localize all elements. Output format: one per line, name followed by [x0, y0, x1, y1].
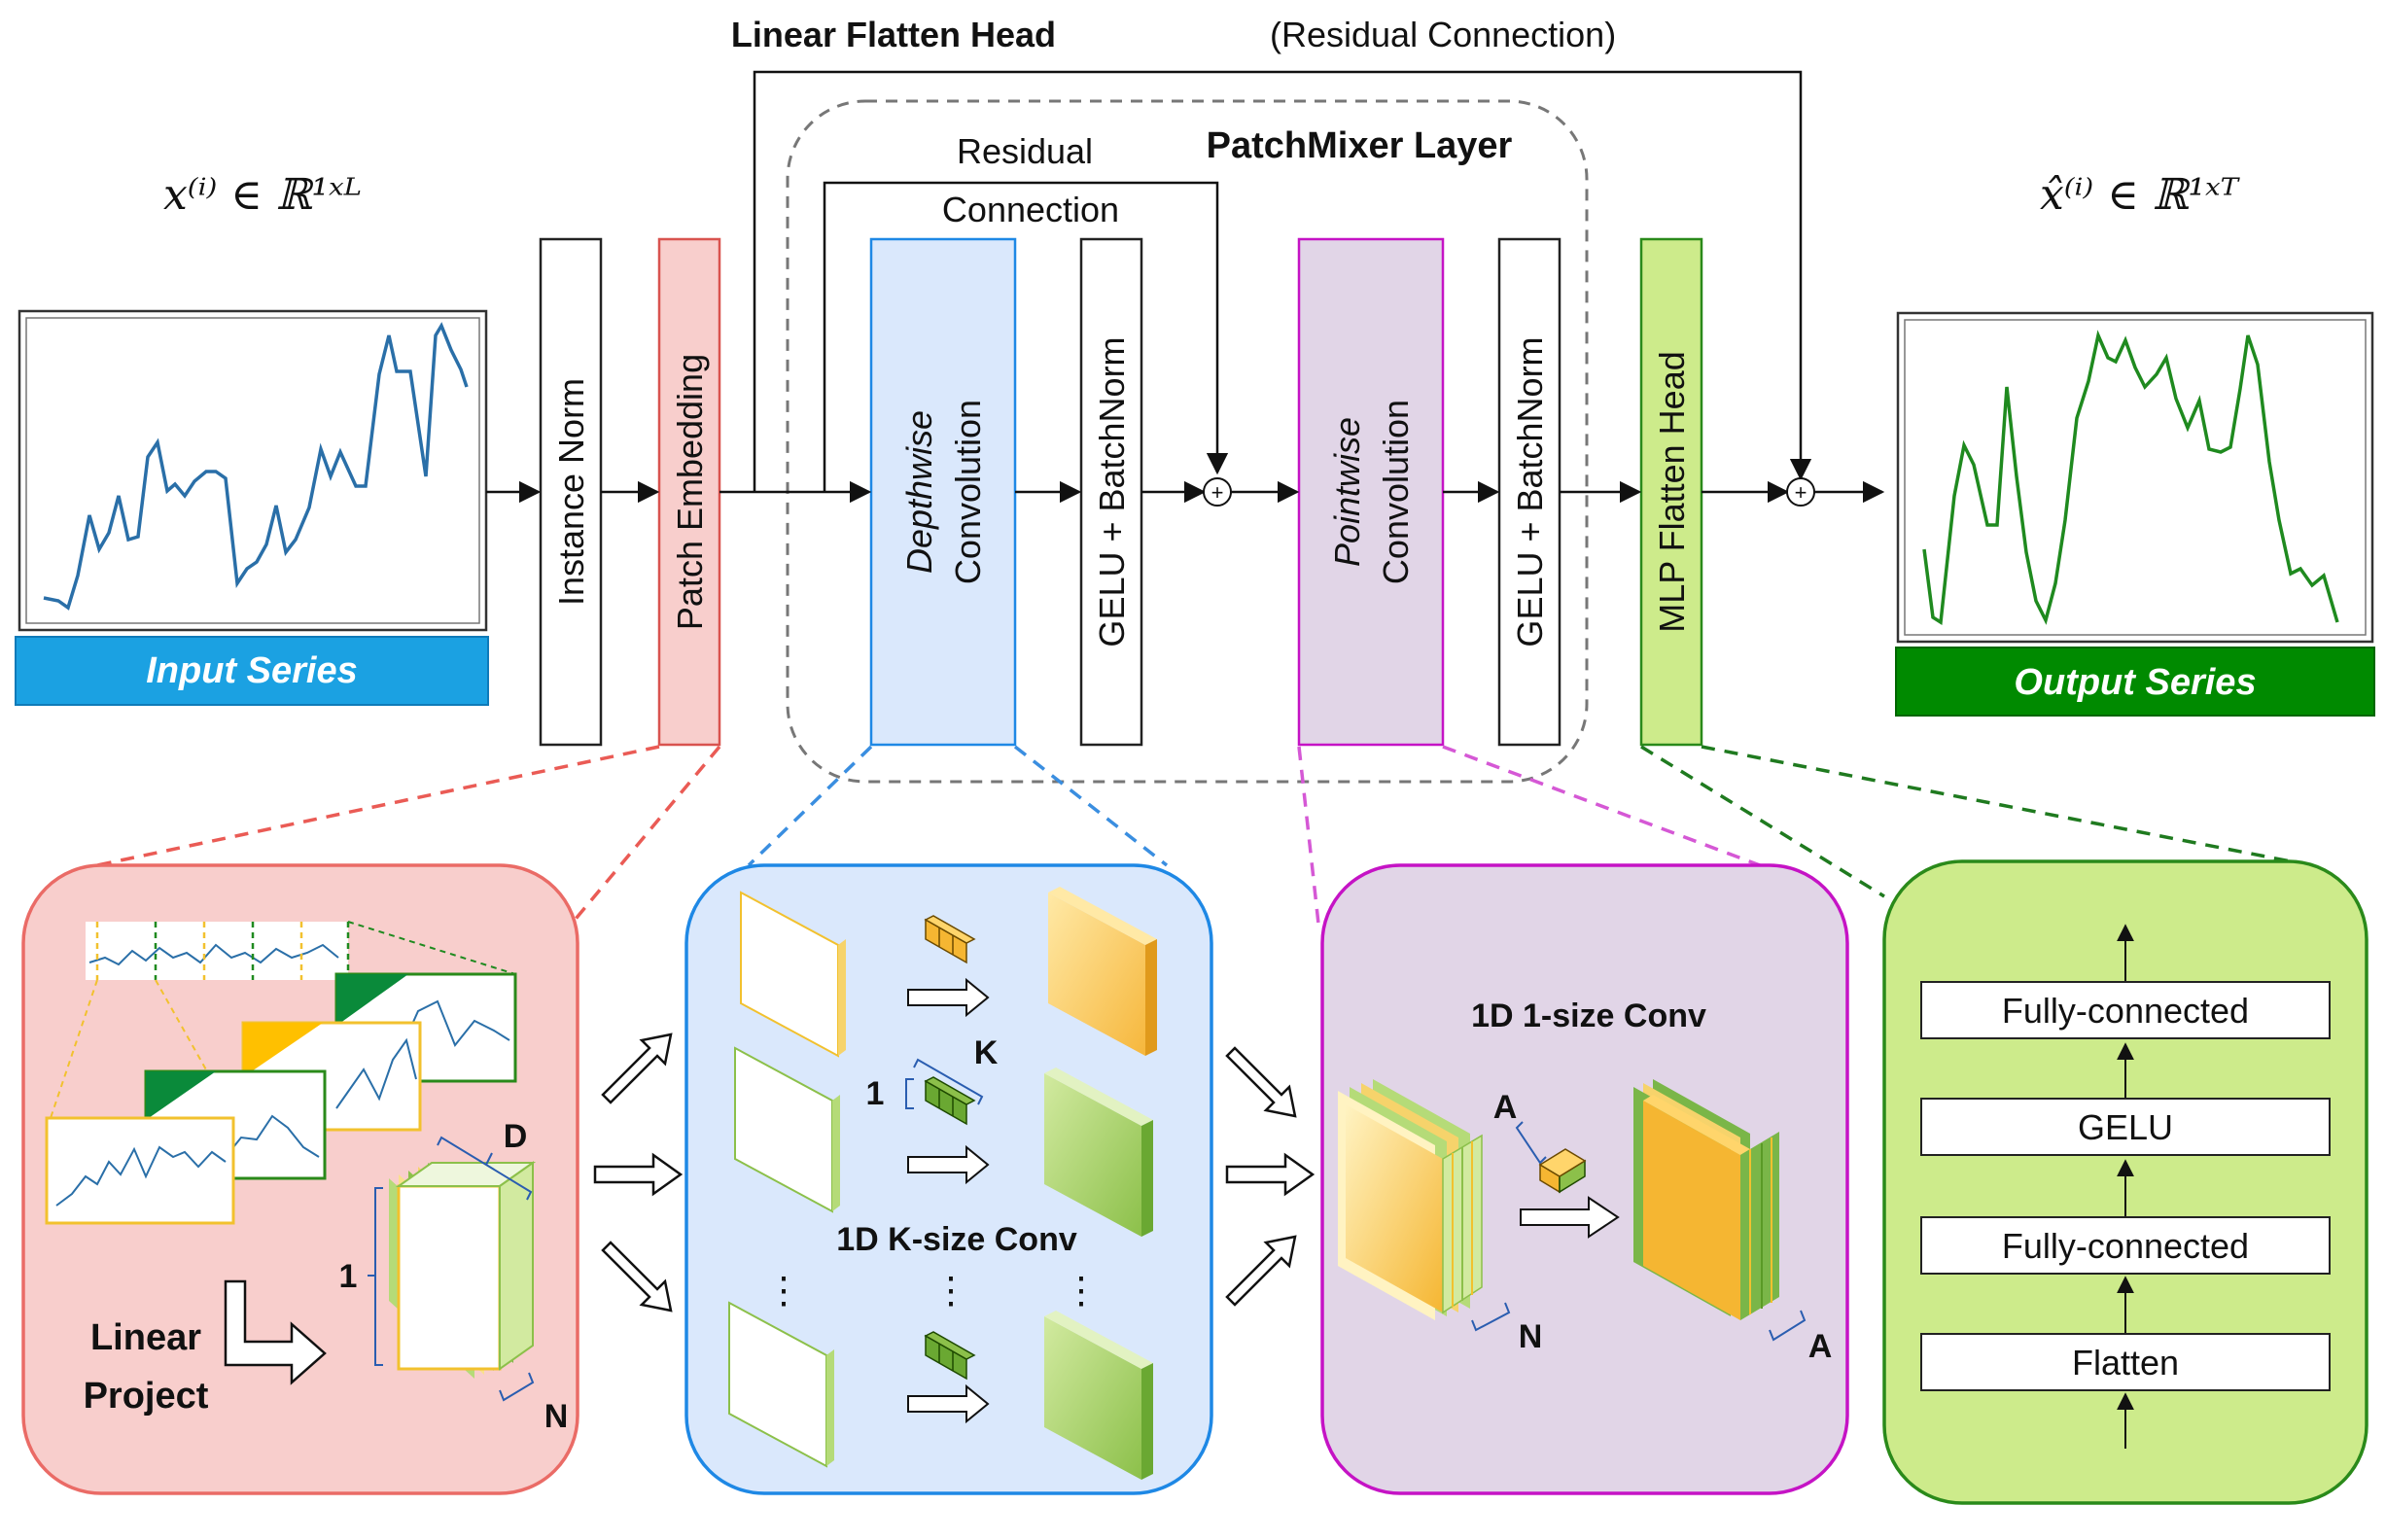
mlp-step-fc-top-label: Fully-connected — [2002, 991, 2249, 1031]
dim-d-label: D — [504, 1118, 528, 1155]
head-title-bold: Linear Flatten Head — [731, 15, 1056, 54]
patch-embedding-detail-panel: Linear Project D 1 N — [21, 863, 579, 1495]
residual-label-1: Residual — [957, 131, 1093, 171]
output-series-label: Output Series — [2014, 662, 2256, 703]
dim-a-label-1: A — [1493, 1089, 1518, 1126]
mlp-step-fc-bottom-label: Fully-connected — [2002, 1226, 2249, 1266]
pointwise-label-em: Pointwise — [1327, 417, 1367, 567]
dim-k-label: K — [974, 1034, 999, 1071]
output-series-chart — [1896, 311, 2374, 644]
instance-norm-label: Instance Norm — [551, 378, 591, 606]
mlp-step-gelu-label: GELU — [2078, 1107, 2173, 1147]
gelu-batchnorm-label-1: GELU + BatchNorm — [1092, 336, 1132, 647]
pointwise-transform-arrow — [1520, 1196, 1620, 1239]
panel-transition-arrows-1 — [593, 1032, 684, 1312]
linear-project-label-1: Linear — [90, 1317, 201, 1358]
depthwise-input-slabs — [728, 891, 846, 1468]
depthwise-label-rest: Convolution — [948, 400, 988, 584]
input-series-banner — [15, 636, 489, 706]
depthwise-panel-title: 1D K-size Conv — [836, 1221, 1077, 1258]
head-residual-line — [753, 70, 1812, 492]
output-series-line — [1922, 330, 2339, 625]
svg-text:+: + — [1211, 480, 1224, 505]
residual-add-node-1: + — [1203, 477, 1232, 507]
mlp-head-detail-panel: Fully-connected GELU Fully-connected Fla… — [1882, 859, 2368, 1505]
pointwise-kernel — [1538, 1148, 1587, 1194]
mlp-step-flatten-label: Flatten — [2072, 1343, 2179, 1382]
pointwise-detail-panel: 1D 1-size Conv A N — [1320, 863, 1849, 1495]
mlp-step-flatten — [1920, 1333, 2331, 1391]
pointwise-input-stack — [1338, 1079, 1483, 1320]
depthwise-kernels — [924, 915, 976, 1381]
patch-embedding-label: Patch Embedding — [670, 354, 710, 630]
dim-a-label-2: A — [1808, 1328, 1833, 1365]
input-series-chart — [18, 309, 488, 632]
depthwise-dots-3: ⋮ — [1063, 1271, 1100, 1312]
zoom-connector-lines — [96, 745, 2292, 926]
pointwise-label-rest: Convolution — [1376, 400, 1416, 584]
depthwise-conv-box — [869, 237, 1017, 747]
output-series-banner — [1895, 647, 2375, 717]
inner-residual-line — [823, 181, 1229, 492]
input-math-label: x⁽ⁱ⁾ ∈ ℝ¹ˣᴸ — [163, 170, 362, 220]
mlp-step-fc-bottom — [1920, 1216, 2331, 1275]
pointwise-output-stack — [1633, 1079, 1779, 1320]
dim-n-label: N — [544, 1398, 569, 1435]
mlp-step-gelu — [1920, 1098, 2331, 1156]
gelu-batchnorm-label-2: GELU + BatchNorm — [1510, 336, 1550, 647]
gelu-batchnorm-box-2 — [1497, 237, 1561, 747]
pointwise-conv-box — [1297, 237, 1445, 747]
input-series-label: Input Series — [146, 650, 358, 691]
mlp-flatten-head-label: MLP Flatten Head — [1652, 351, 1692, 633]
linear-project-label-2: Project — [84, 1376, 209, 1417]
dim-n-label-pointwise: N — [1519, 1318, 1543, 1355]
output-math-label: x̂⁽ⁱ⁾ ∈ ℝ¹ˣᵀ — [2040, 170, 2241, 220]
depthwise-dots-2: ⋮ — [932, 1271, 969, 1312]
gelu-batchnorm-box-1 — [1079, 237, 1143, 747]
instance-norm-box — [539, 237, 603, 747]
dim-1-label: 1 — [339, 1258, 358, 1295]
depthwise-output-slabs — [1044, 887, 1157, 1480]
input-series-line — [43, 322, 469, 611]
depthwise-detail-panel: K 1 1D K-size Conv ⋮ ⋮ ⋮ — [684, 863, 1213, 1495]
depthwise-label-em: Depthwise — [899, 410, 939, 574]
dim-1-label-depthwise: 1 — [866, 1075, 885, 1112]
patchmixer-layer-group — [786, 99, 1589, 784]
depthwise-dots-1: ⋮ — [765, 1271, 802, 1312]
pointwise-panel-title: 1D 1-size Conv — [1471, 998, 1706, 1034]
head-title-rest: (Residual Connection) — [1270, 15, 1616, 54]
residual-add-node-2: + — [1786, 477, 1815, 507]
patchmixer-title: PatchMixer Layer — [1207, 125, 1513, 166]
mlp-step-fc-top — [1920, 981, 2331, 1039]
svg-text:+: + — [1795, 480, 1807, 505]
patch-embedding-box — [657, 237, 721, 747]
patch-embedded-stack — [389, 1161, 537, 1379]
residual-label-2: Connection — [942, 190, 1119, 229]
panel-transition-arrows-2 — [1225, 1046, 1316, 1307]
